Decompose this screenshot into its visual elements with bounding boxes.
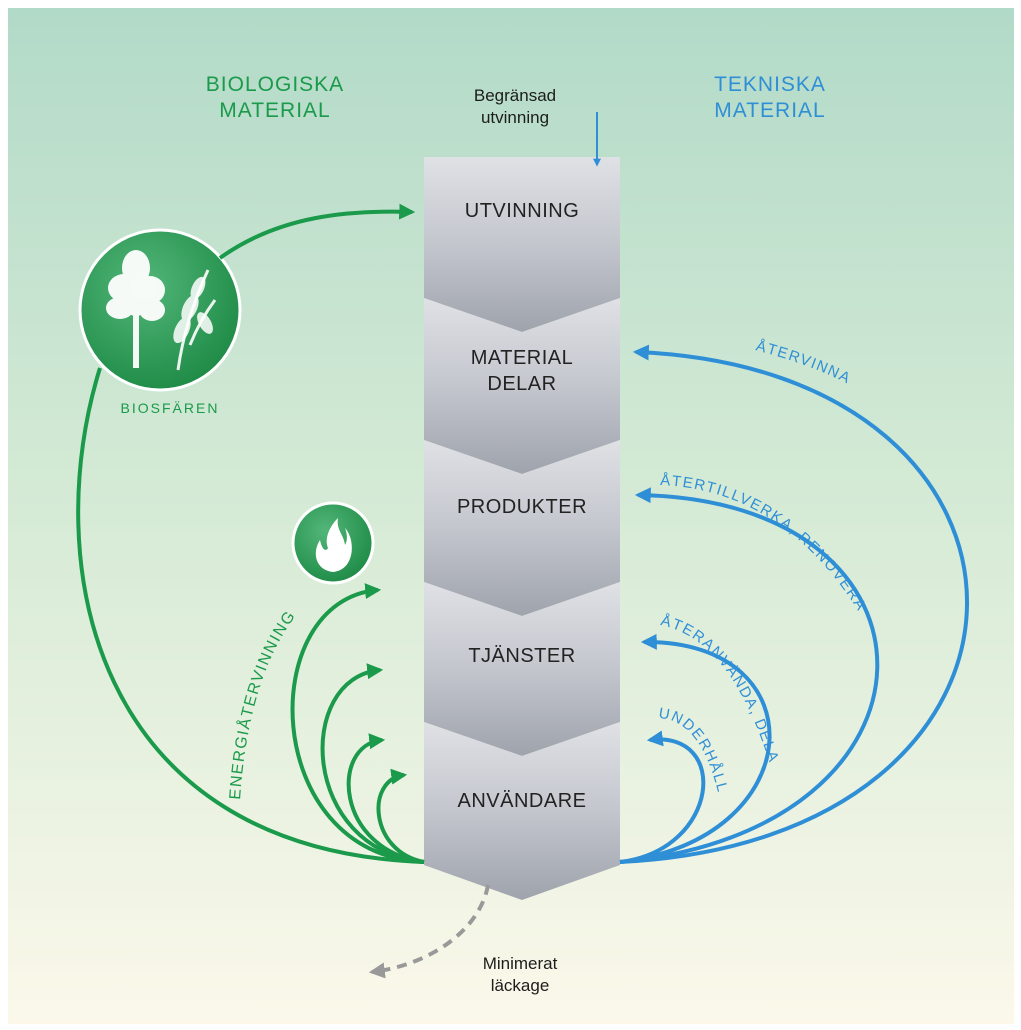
maintain-loop (619, 730, 706, 864)
stage-segment-1 (424, 157, 620, 332)
stage-label-extraction: UTVINNING (464, 200, 580, 222)
reuse-loop (619, 633, 772, 864)
stage-segment-5 (424, 722, 620, 900)
minimized-leakage-label: Minimerat läckage (482, 954, 558, 995)
stage-segment-2 (424, 298, 620, 474)
remanufacture-loop (619, 487, 880, 864)
biosphere-to-extraction-arrow (218, 203, 416, 260)
energy-loop-4 (376, 768, 425, 864)
leakage-arrow (368, 884, 490, 979)
stage-label-materials: MATERIAL DELAR (470, 347, 574, 395)
energy-loop-3 (346, 733, 425, 864)
stage-segment-4 (424, 582, 620, 756)
limited-extraction-label: Begränsad utvinning (473, 86, 557, 127)
recycle-loop (619, 344, 969, 864)
energy-loop-1 (290, 583, 425, 864)
stage-column (424, 157, 620, 900)
blue-flows (619, 344, 969, 864)
technical-materials-header: TEKNISKA MATERIAL (714, 73, 826, 122)
stage-label-products: PRODUKTER (456, 496, 588, 518)
stage-label-users: ANVÄNDARE (457, 790, 587, 812)
energy-loop-2 (320, 663, 425, 864)
green-flows (76, 203, 425, 864)
stage-segment-3 (424, 440, 620, 616)
biosphere-loop (76, 367, 425, 864)
stage-label-services: TJÄNSTER (468, 645, 576, 667)
biosphere-label: BIOSFÄREN (120, 400, 220, 416)
energy-icon (291, 501, 375, 585)
biosphere-icon (78, 228, 242, 392)
biological-materials-header: BIOLOGISKA MATERIAL (205, 73, 345, 122)
